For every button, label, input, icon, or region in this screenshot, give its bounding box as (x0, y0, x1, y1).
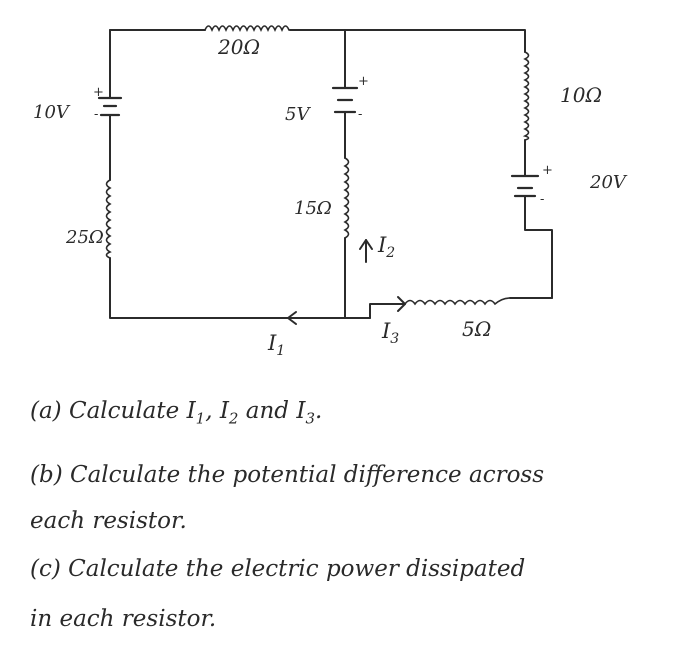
resistor-right-10 (522, 51, 530, 141)
label-25-ohm: 25Ω (65, 227, 104, 248)
battery-middle-5v (331, 86, 359, 114)
question-b-line1: (b) Calculate the potential difference a… (30, 462, 545, 488)
wire-right-low (524, 195, 553, 299)
left-plus-sign: + (93, 85, 104, 100)
question-c-line1: (c) Calculate the electric power dissipa… (30, 556, 526, 582)
resistor-left-25 (105, 179, 112, 259)
label-5-volt: 5V (285, 104, 311, 125)
label-10-ohm: 10Ω (560, 83, 602, 107)
label-5-ohm: 5Ω (462, 317, 491, 341)
label-20-volt: 20V (589, 172, 628, 193)
arrow-i1-left (287, 311, 297, 325)
right-minus-sign: - (540, 192, 544, 207)
question-c-line2: in each resistor. (30, 606, 217, 632)
circuit-diagram: + - + - + - 20Ω 10Ω 25Ω 15Ω 5Ω 10V 5V 20… (33, 25, 628, 359)
battery-right-20v (510, 174, 540, 198)
arrow-i2-up (359, 239, 373, 263)
battery-left-10v (97, 96, 123, 117)
resistor-middle-15 (343, 157, 350, 239)
question-a: (a) Calculate I1, I2 and I3. (30, 398, 323, 428)
wire-left-bottom (109, 257, 371, 319)
middle-plus-sign: + (358, 74, 369, 89)
label-20-ohm: 20Ω (217, 35, 260, 59)
label-current-i1: I1 (267, 331, 285, 359)
middle-minus-sign: - (358, 107, 362, 122)
label-current-i2: I2 (377, 233, 395, 261)
left-minus-sign: - (94, 107, 98, 122)
right-plus-sign: + (542, 163, 553, 178)
arrow-i3-right (397, 296, 406, 312)
question-b-line2: each resistor. (30, 508, 187, 534)
wire-bottom-right (369, 303, 406, 319)
label-current-i3: I3 (381, 319, 399, 347)
label-10-volt: 10V (33, 102, 71, 123)
label-15-ohm: 15Ω (294, 198, 332, 219)
resistor-bottom-5 (404, 297, 511, 306)
wire-top-right (289, 29, 526, 53)
resistor-top-20 (204, 25, 290, 32)
